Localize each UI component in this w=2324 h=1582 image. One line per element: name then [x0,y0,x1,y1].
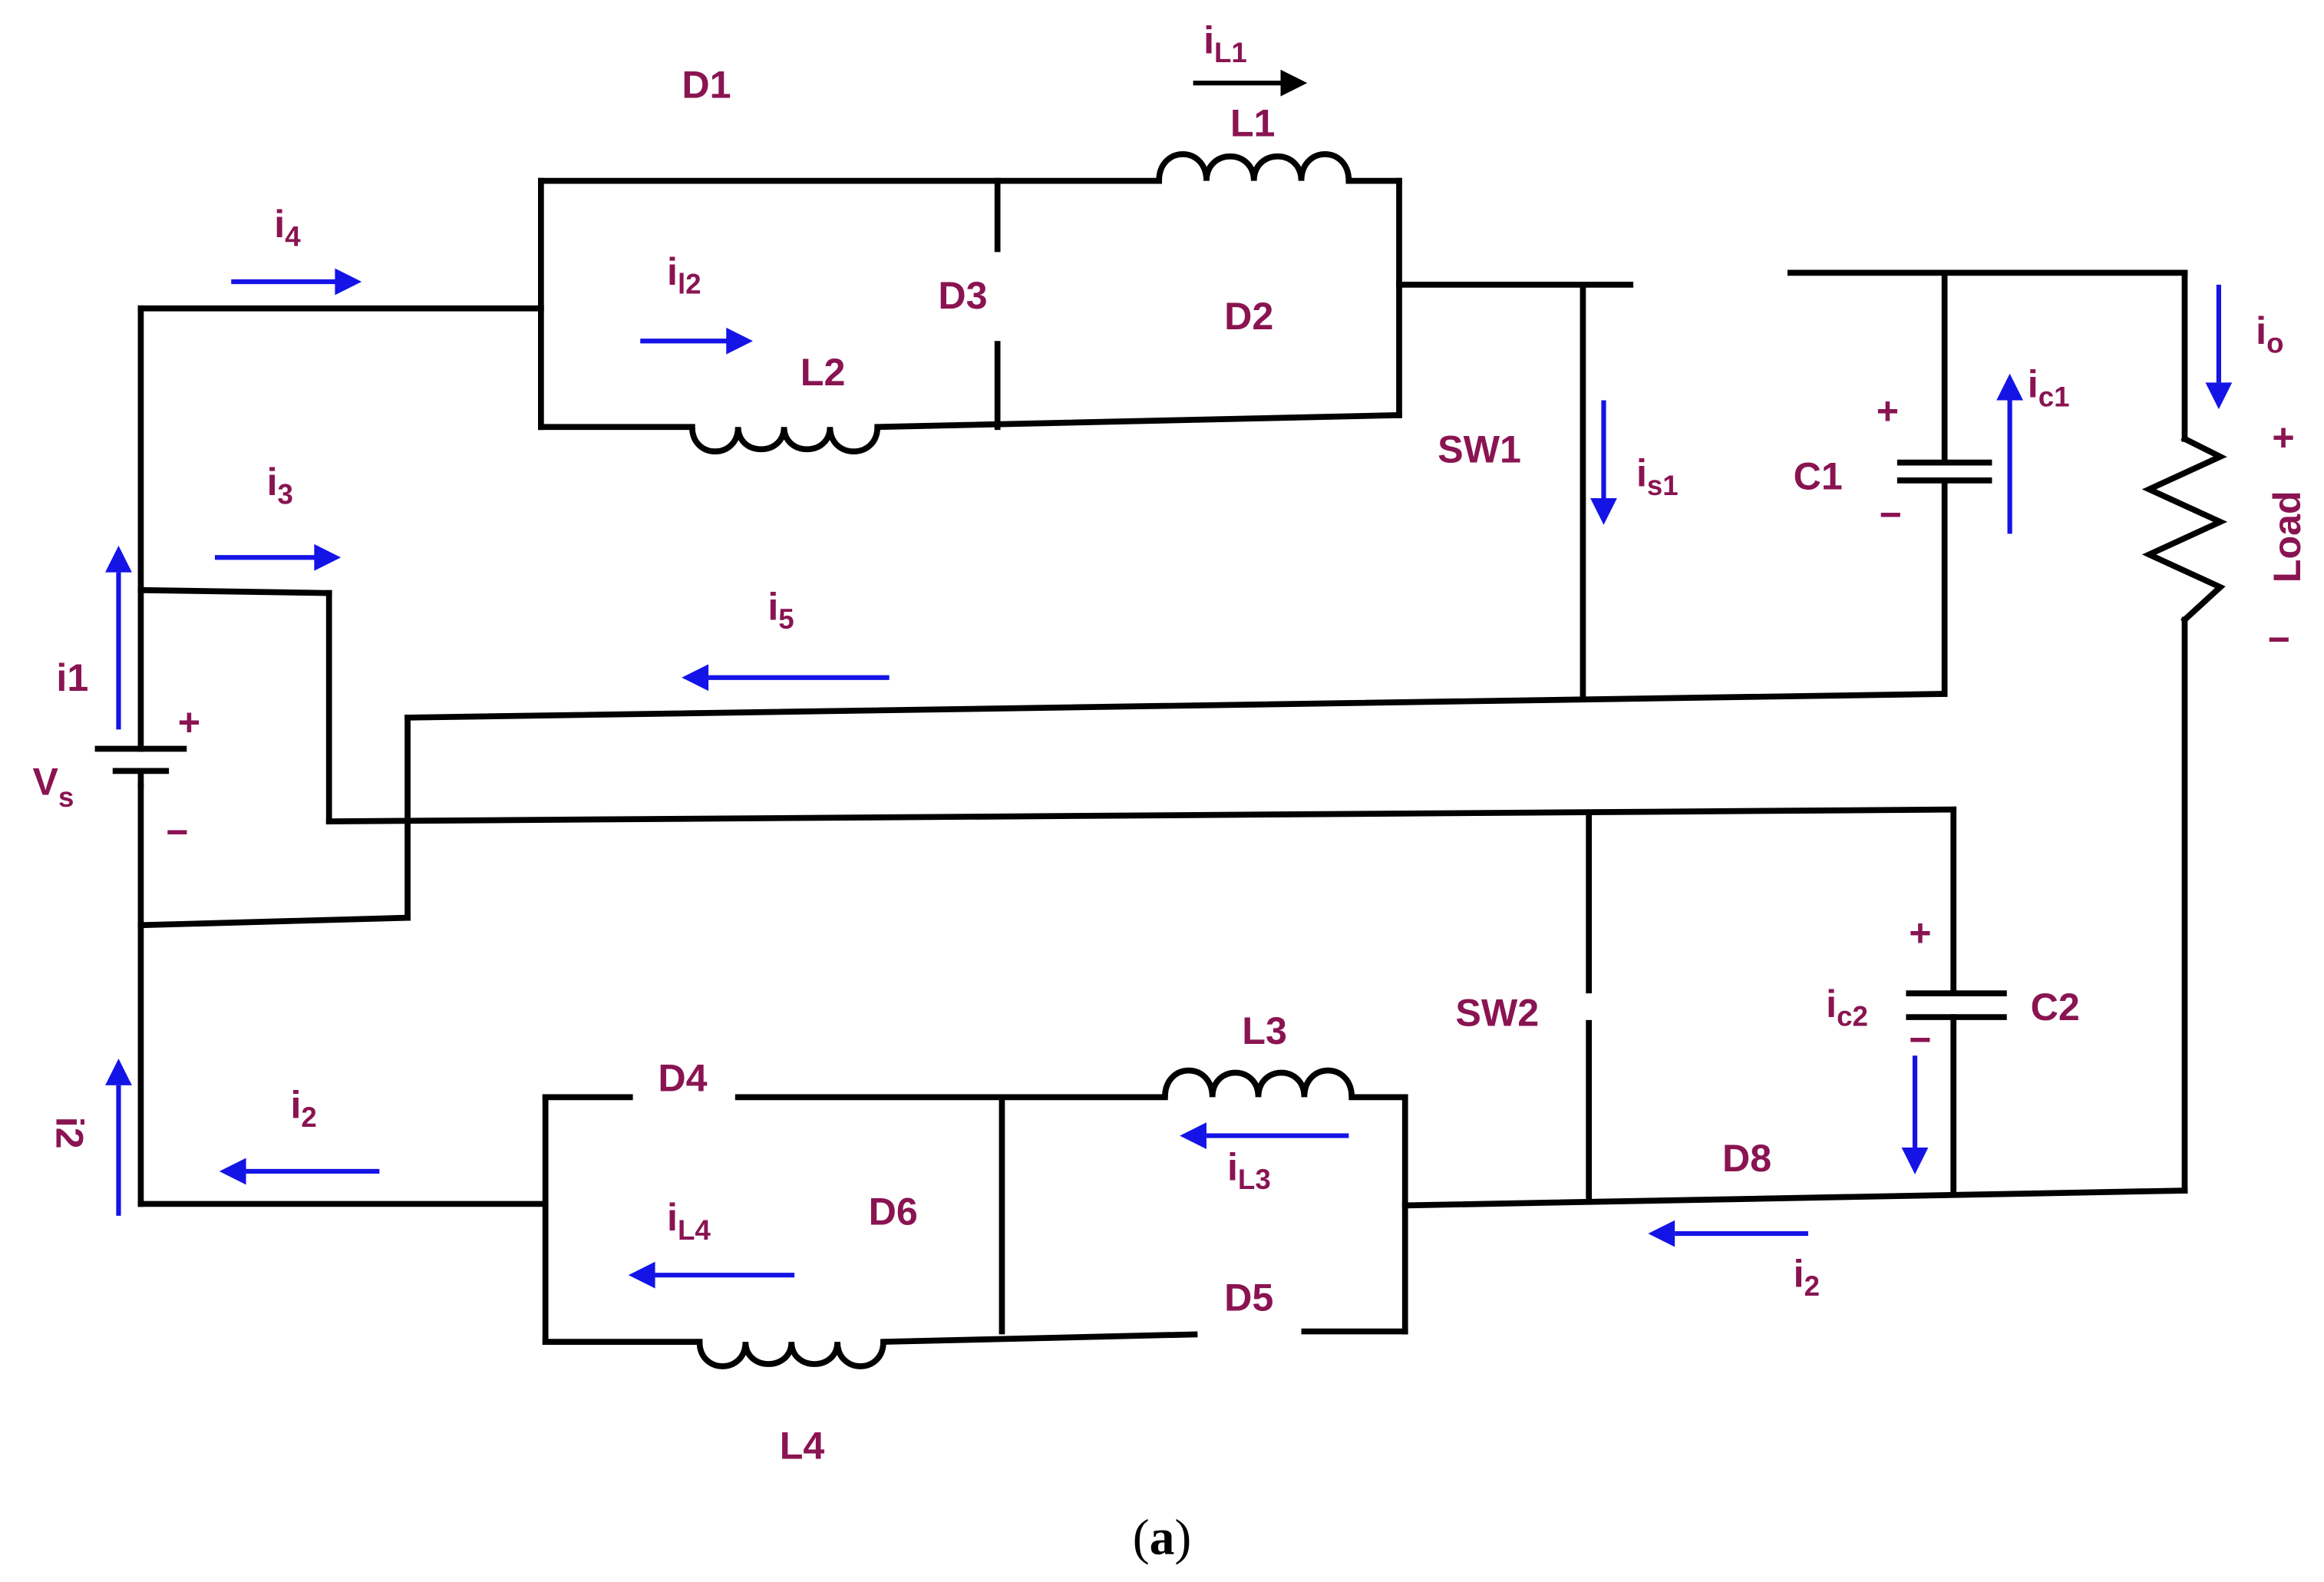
label-is1: is1 [1636,452,1679,502]
label-d1: D1 [682,63,731,106]
wire-i3-top [137,586,332,596]
label-il4: iL4 [667,1196,711,1246]
current-labels: iL1 i4 il2 i3 i5 i1 i2 i2 i2 is1 ic1 io … [48,19,2283,1303]
capacitors [1897,459,2007,1020]
label-il1: iL1 [1203,19,1247,69]
label-l4: L4 [780,1425,825,1468]
label-sw1: SW1 [1438,428,1521,471]
sign-c1-plus: + [1877,389,1899,432]
wire-lower-bottom-mid [880,1331,1198,1346]
sign-vs-plus: + [178,701,200,744]
sign-load-plus: + [2272,416,2294,459]
label-d5: D5 [1224,1276,1273,1319]
wires [137,177,2188,1346]
label-l2: L2 [801,351,846,394]
inductor-l2 [688,426,881,454]
label-i3: i3 [267,461,293,510]
arrow-i5 [682,664,890,692]
arrow-i3 [215,543,342,571]
label-il2: il2 [667,250,701,300]
arrow-i2-mid [219,1158,380,1185]
arrow-il4 [628,1261,795,1289]
component-labels: D1 D3 D2 L1 L2 SW1 C1 SW2 C2 D4 L3 D6 D8… [32,63,2309,1467]
label-il3: iL3 [1227,1146,1271,1196]
figure-caption: (a) [1133,1509,1192,1565]
label-i4: i4 [274,203,301,253]
label-c2: C2 [2031,986,2080,1029]
arrow-is1 [1590,400,1617,525]
label-c1: C1 [1794,454,1843,497]
arrow-i4 [231,268,362,296]
sign-c2-plus: + [1909,911,1931,954]
current-arrows [105,69,2233,1289]
arrow-i2-right [1648,1220,1808,1247]
wire-i3-long [325,806,1957,824]
arrow-il2 [640,327,754,355]
label-d3: D3 [938,274,987,317]
label-ic2: ic2 [1826,983,1868,1032]
label-i2-mid: i2 [290,1083,316,1133]
wire-bottom-return [1401,1187,2188,1209]
arrow-il3 [1180,1122,1349,1149]
label-vs: Vs [32,760,74,812]
label-d8: D8 [1722,1137,1771,1180]
label-d2: D2 [1224,295,1273,338]
arrow-i1 [105,545,132,730]
arrow-ic2 [1901,1055,1929,1174]
arrow-ic1 [1996,373,2023,534]
label-d4: D4 [658,1057,707,1100]
sign-c2-minus: − [1909,1018,1931,1061]
label-i2-right: i2 [1794,1253,1820,1303]
sign-c1-minus: − [1880,494,1902,537]
wire-i5-return [404,691,1948,721]
inductor-l4 [696,1341,886,1369]
label-sw2: SW2 [1455,992,1539,1035]
label-l3: L3 [1242,1009,1287,1052]
battery-vs [94,745,187,789]
label-i2-left: i2 [48,1117,91,1149]
sign-load-minus: − [2268,618,2290,661]
load-resistor [2141,434,2228,624]
label-l1: L1 [1230,102,1276,145]
label-d6: D6 [869,1190,918,1233]
label-ic1: ic1 [2028,363,2070,413]
arrow-i2-left [105,1059,132,1216]
label-i1: i1 [56,656,88,699]
label-i5: i5 [768,585,794,635]
inductor-l3 [1162,1067,1355,1098]
label-io: io [2256,309,2283,359]
inductor-l1 [1156,151,1352,181]
inductors [688,151,1355,1369]
wire-i5-to-rail [137,914,411,929]
arrow-il1 [1193,69,1308,97]
wire-upper-bottom-right [874,411,1402,431]
label-load: Load [2266,490,2309,583]
arrow-io [2205,284,2233,410]
sign-vs-minus: − [166,811,188,854]
polarity-signs: + − + − + − + − [166,389,2294,1061]
